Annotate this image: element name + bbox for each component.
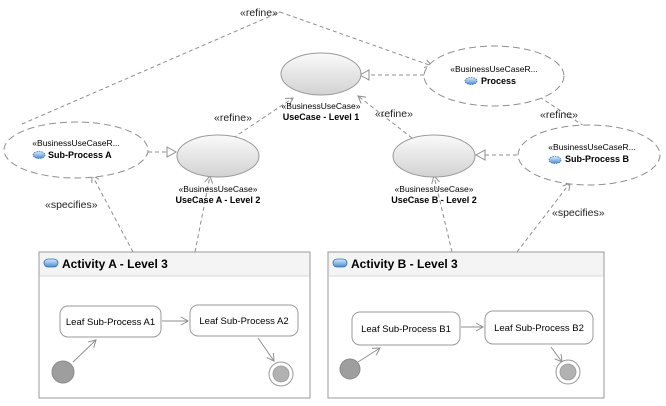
stereotype-label: «BusinessUseCaseR...	[32, 138, 119, 148]
business-use-case-icon	[548, 156, 562, 164]
action-label: Leaf Sub-Process B2	[494, 323, 584, 334]
use-case-b-level-2[interactable]: «BusinessUseCase» UseCase B - Level 2	[391, 134, 477, 205]
refine-label-b: «refine»	[375, 108, 413, 120]
specifies-line-b[interactable]	[516, 182, 571, 253]
activity-title: Activity A - Level 3	[62, 257, 168, 271]
action-node-b1[interactable]: Leaf Sub-Process B1	[351, 311, 461, 346]
action-node-b2[interactable]: Leaf Sub-Process B2	[484, 310, 594, 345]
realize-line-b[interactable]	[431, 175, 453, 253]
stereotype-label: «BusinessUseCase»	[179, 184, 258, 194]
use-case-name: UseCase A - Level 2	[176, 195, 261, 205]
use-case-name: Process	[481, 76, 516, 86]
activity-icon	[43, 258, 59, 268]
use-case-name: Sub-Process B	[565, 154, 630, 164]
business-use-case-icon	[464, 77, 478, 85]
refine-line-b[interactable]	[357, 95, 413, 139]
stereotype-label: «BusinessUseCase»	[282, 101, 361, 111]
stereotype-label: «BusinessUseCase»	[395, 184, 474, 194]
specifies-label-b: «specifies»	[552, 207, 605, 219]
use-case-name: Sub-Process A	[48, 150, 112, 160]
final-node[interactable]	[555, 359, 581, 385]
refine-label-a: «refine»	[214, 112, 252, 124]
specifies-line-a[interactable]	[91, 174, 134, 253]
use-case-name: UseCase - Level 1	[283, 112, 360, 122]
use-case-level-1[interactable]: «BusinessUseCase» UseCase - Level 1	[280, 52, 362, 122]
specifies-label-a: «specifies»	[45, 199, 98, 211]
business-use-case-icon	[32, 151, 46, 159]
stereotype-label: «BusinessUseCaseR...	[450, 64, 537, 74]
action-label: Leaf Sub-Process B1	[361, 324, 451, 335]
refine-line-a[interactable]	[232, 97, 294, 139]
stereotype-label: «BusinessUseCaseR...	[548, 142, 635, 152]
flow-b2-final[interactable]	[550, 346, 563, 363]
use-case-realization-process[interactable]: «BusinessUseCaseR... Process	[423, 45, 565, 107]
refine-label-top: «refine»	[240, 7, 278, 19]
activity-b-frame[interactable]: Activity B - Level 3 Leaf Sub-Process B1…	[327, 251, 605, 399]
action-label: Leaf Sub-Process A2	[199, 316, 288, 327]
activity-a-frame[interactable]: Activity A - Level 3 Leaf Sub-Process A1…	[38, 251, 311, 399]
activity-icon	[332, 258, 348, 268]
action-node-a1[interactable]: Leaf Sub-Process A1	[59, 305, 162, 338]
flow-a2-final[interactable]	[257, 337, 275, 362]
use-case-realization-sub-process-a[interactable]: «BusinessUseCaseR... Sub-Process A	[3, 121, 149, 179]
final-node[interactable]	[268, 361, 294, 387]
realize-line-a[interactable]	[194, 175, 214, 253]
initial-node[interactable]	[339, 358, 361, 380]
refine-line-top-2[interactable]	[279, 11, 433, 68]
refine-line-top[interactable]	[21, 11, 281, 125]
flow-initial-a1[interactable]	[72, 339, 97, 363]
refine-label-right: «refine»	[540, 109, 578, 121]
use-case-realization-sub-process-b[interactable]: «BusinessUseCaseR... Sub-Process B	[517, 124, 661, 186]
action-label: Leaf Sub-Process A1	[66, 317, 155, 328]
flow-initial-b1[interactable]	[357, 347, 381, 363]
use-case-name: UseCase B - Level 2	[391, 195, 477, 205]
relationships	[21, 11, 585, 253]
use-case-a-level-2[interactable]: «BusinessUseCase» UseCase A - Level 2	[176, 134, 261, 205]
activity-title: Activity B - Level 3	[351, 257, 458, 271]
action-node-a2[interactable]: Leaf Sub-Process A2	[189, 304, 299, 337]
initial-node[interactable]	[51, 360, 75, 384]
